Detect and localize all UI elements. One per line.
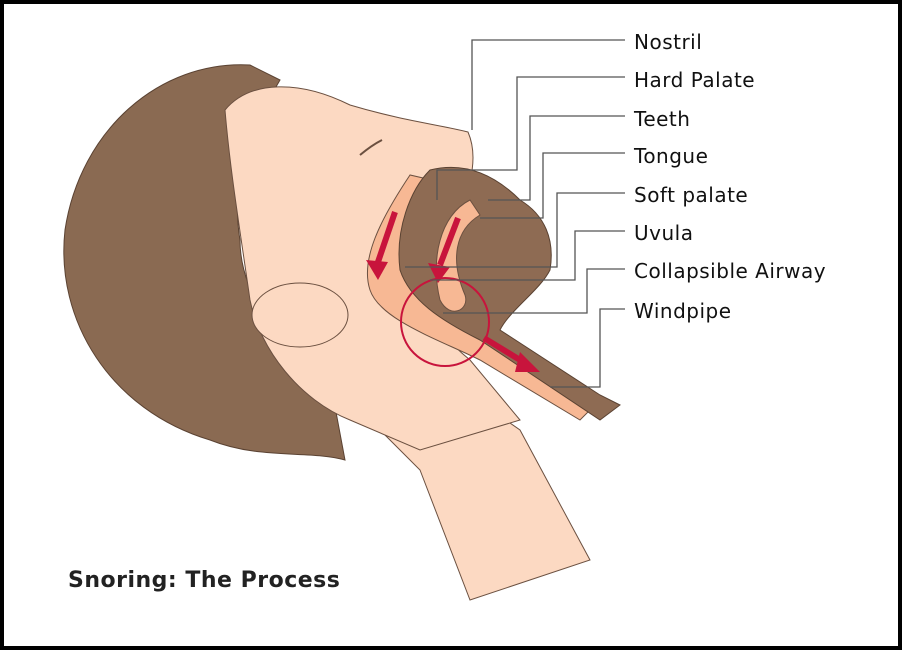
head-illustration: [63, 39, 625, 601]
collapse-circle: [400, 277, 490, 367]
label-windpipe: Windpipe: [634, 299, 732, 323]
label-collapsible-airway: Collapsible Airway: [634, 259, 827, 283]
label-hard-palate: Hard Palate: [634, 68, 756, 92]
diagram-title: Snoring: The Process: [68, 568, 341, 593]
eye: [359, 139, 383, 156]
diagram-frame: Nostril Hard Palate Teeth Tongue Soft pa…: [4, 4, 898, 646]
leader-lines: [405, 39, 625, 388]
ear: [251, 282, 349, 348]
label-teeth: Teeth: [634, 107, 691, 131]
tongue: [435, 199, 481, 312]
hair: [63, 64, 346, 461]
label-nostril: Nostril: [634, 30, 703, 54]
label-soft-palate: Soft palate: [634, 183, 749, 207]
label-uvula: Uvula: [634, 221, 694, 245]
label-tongue: Tongue: [634, 144, 709, 168]
airflow-arrows: [366, 211, 540, 372]
